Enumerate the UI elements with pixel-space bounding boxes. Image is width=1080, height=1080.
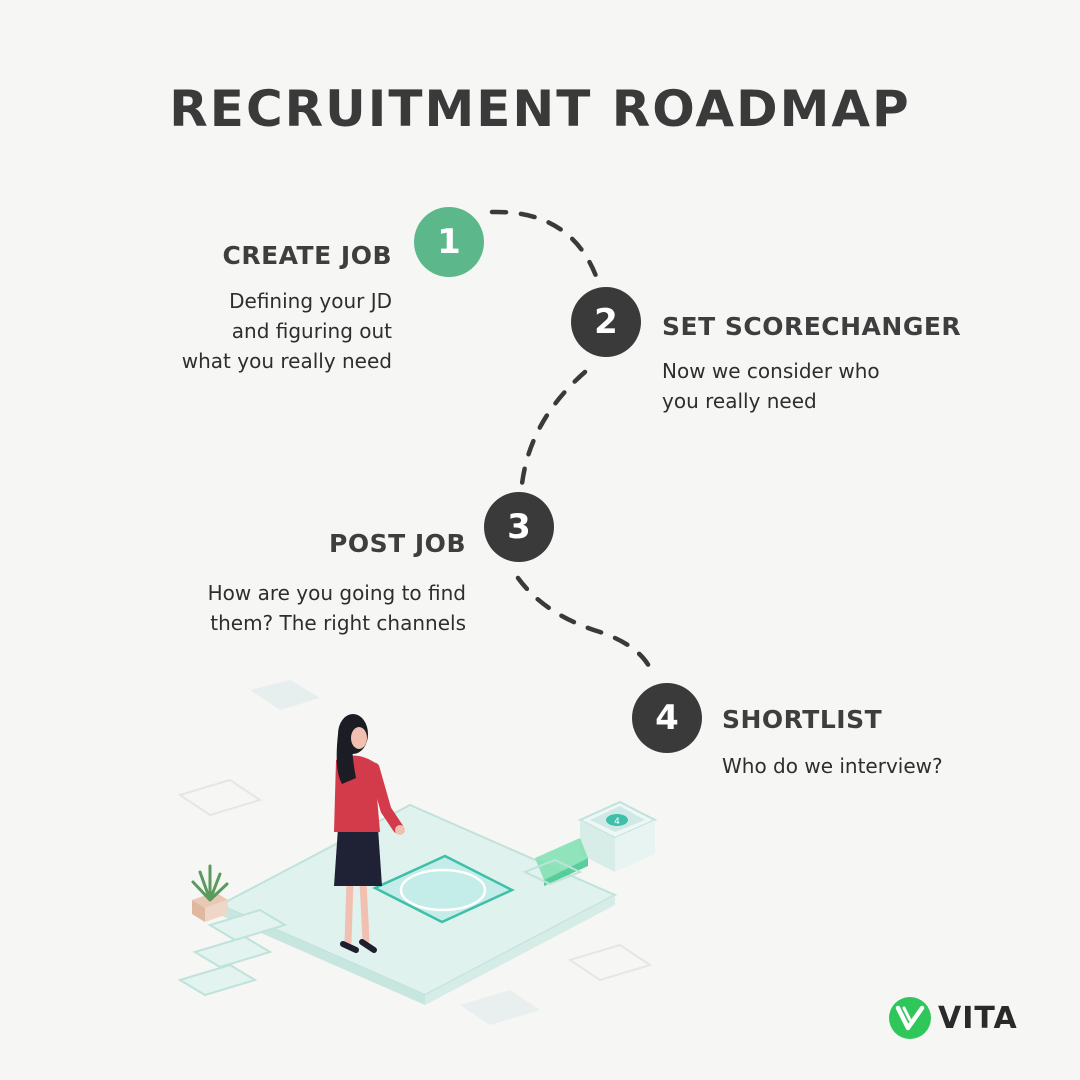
- step-1-circle: 1: [414, 207, 484, 277]
- step-4-title: SHORTLIST: [722, 705, 883, 734]
- scanner-screen-badge: 4: [614, 817, 620, 827]
- step-3-desc-line: them? The right channels: [210, 611, 466, 635]
- scanner-machine: 4: [522, 800, 658, 886]
- step-2-title: SET SCORECHANGER: [662, 312, 962, 341]
- step-1-description: Defining your JD and figuring out what y…: [182, 286, 392, 376]
- step-4-circle: 4: [632, 683, 702, 753]
- step-2-circle: 2: [571, 287, 641, 357]
- step-3-description: How are you going to find them? The righ…: [208, 578, 466, 638]
- step-2-desc-line: Now we consider who: [662, 359, 880, 383]
- step-1-title: CREATE JOB: [222, 241, 392, 270]
- brand-logo: VITA: [888, 996, 1018, 1040]
- step-1-desc-line: what you really need: [181, 349, 392, 373]
- step-1-desc-line: and figuring out: [231, 319, 392, 343]
- step-2-desc-line: you really need: [662, 389, 817, 413]
- step-tiles: [177, 908, 288, 997]
- brand-name: VITA: [938, 1000, 1018, 1036]
- recruiter-figure: [334, 714, 405, 953]
- recruiter-illustration: 4: [177, 680, 658, 1025]
- step-4-description: Who do we interview?: [722, 751, 943, 781]
- step-3-desc-line: How are you going to find: [207, 581, 466, 605]
- scan-pad: [372, 854, 515, 924]
- step-3-circle: 3: [484, 492, 554, 562]
- step-4-desc-line: Who do we interview?: [722, 754, 943, 778]
- step-2-description: Now we consider who you really need: [662, 356, 880, 416]
- background-tiles: [177, 680, 653, 1025]
- vita-logo-icon: [889, 997, 931, 1039]
- plant-icon: [191, 864, 229, 922]
- page-title: RECRUITMENT ROADMAP: [169, 80, 911, 138]
- step-1-desc-line: Defining your JD: [229, 289, 392, 313]
- step-3-title: POST JOB: [329, 529, 466, 558]
